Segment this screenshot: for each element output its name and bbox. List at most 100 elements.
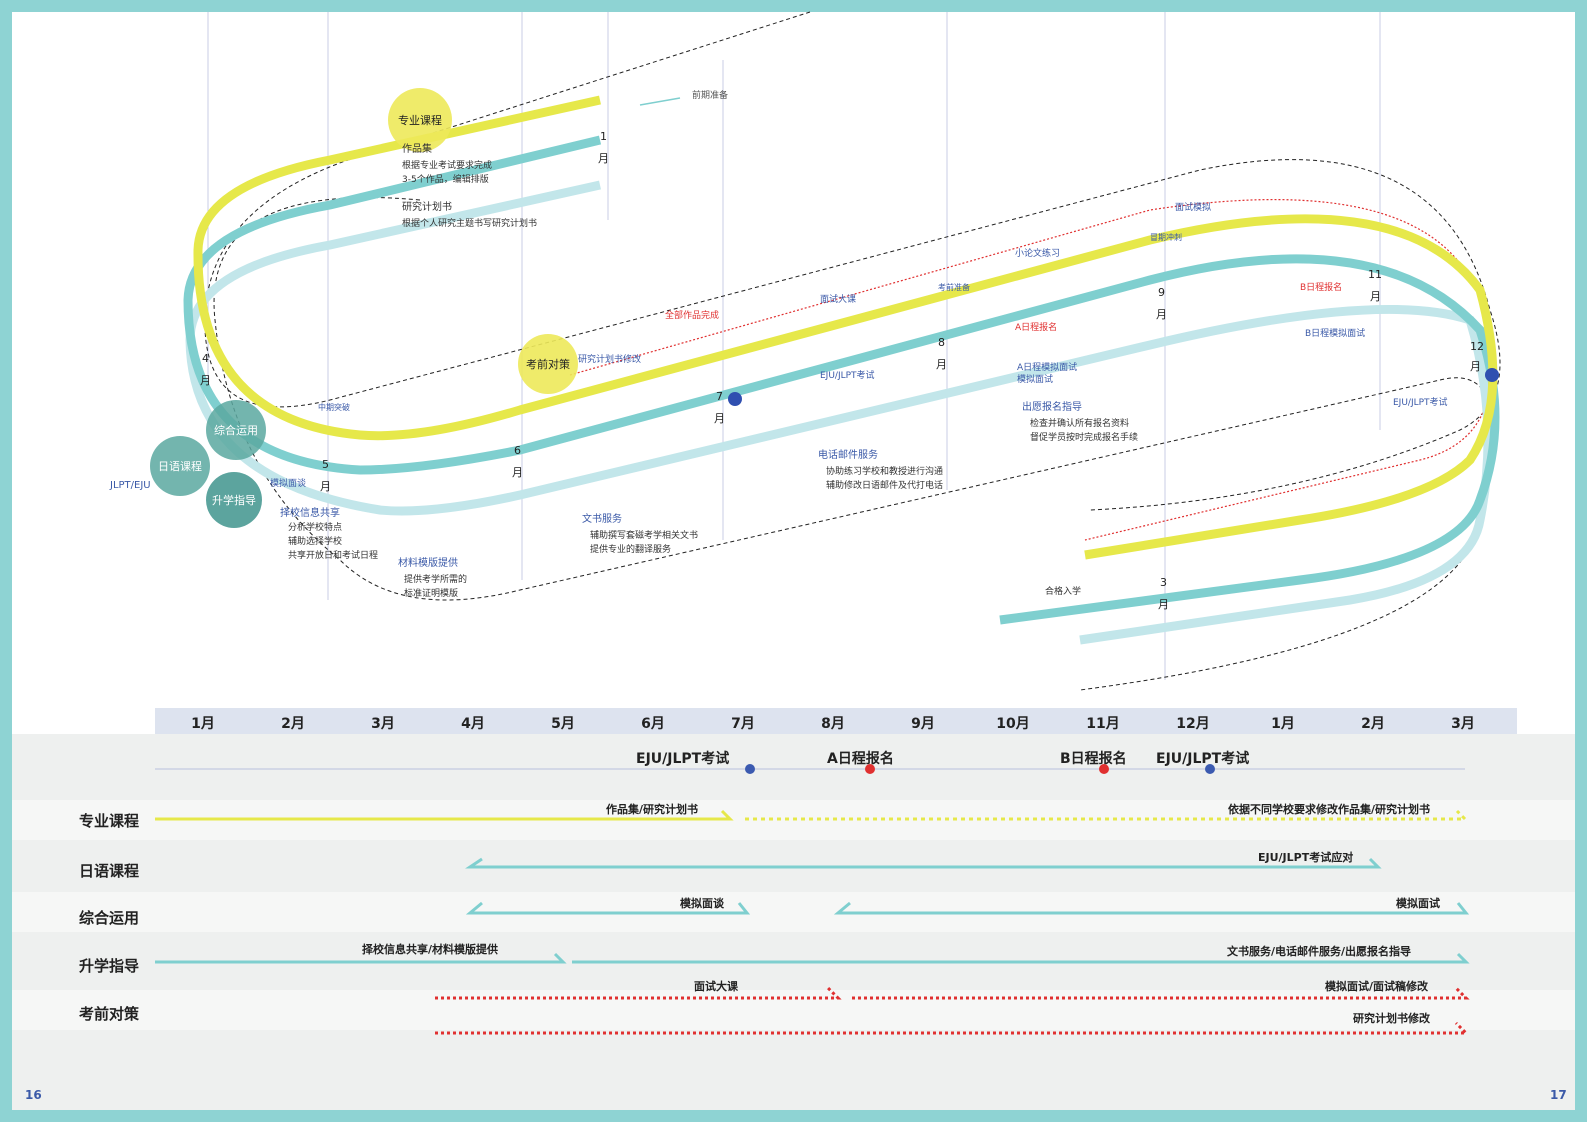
iso-eju-dot-july xyxy=(728,392,742,406)
bar-research-revise xyxy=(435,1021,1470,1035)
a-apply-label: A日程报名 xyxy=(1015,321,1057,333)
svg-text:月: 月 xyxy=(200,374,211,387)
school-note-2: 辅助选择学校 xyxy=(288,535,342,547)
circle-japanese: 日语课程 xyxy=(150,436,210,496)
row-label-comprehensive: 综合运用 xyxy=(79,909,140,927)
doc-note-2: 提供专业的翻译服务 xyxy=(590,543,671,555)
month-label: 7月 xyxy=(731,716,755,732)
portfolio-label: 作品集 xyxy=(402,142,432,155)
admit-label: 合格入学 xyxy=(1045,585,1081,597)
bar-portfolio-revise xyxy=(745,809,1469,821)
bar-label-interview-class: 面试大课 xyxy=(694,980,738,993)
eju-jlpt-label-2: EJU/JLPT考试 xyxy=(1393,396,1448,408)
month-label: 2月 xyxy=(281,716,305,732)
bar-school-info xyxy=(155,952,567,964)
b-mock-label: B日程模拟面试 xyxy=(1305,327,1365,339)
svg-text:月: 月 xyxy=(714,412,725,425)
milestone-eju-december: EJU/JLPT考试 xyxy=(1156,751,1250,767)
interview-class-label: 面试大课 xyxy=(820,293,856,305)
bar-label-services: 文书服务/电话邮件服务/出愿报名指导 xyxy=(1227,945,1412,958)
bar-label-eju-prep: EJU/JLPT考试应对 xyxy=(1258,851,1354,864)
svg-text:月: 月 xyxy=(936,358,947,371)
milestone-dot-a-apply xyxy=(865,764,875,774)
school-info-label: 择校信息共享 xyxy=(280,506,340,519)
eju-jlpt-label: EJU/JLPT考试 xyxy=(820,369,875,381)
circle-exam-prep: 考前对策 xyxy=(518,334,578,394)
b-apply-label: B日程报名 xyxy=(1300,281,1342,293)
circle-major-course: 专业课程 xyxy=(388,88,452,152)
iso-eju-dot-december xyxy=(1485,368,1499,382)
month-header-band xyxy=(155,708,1517,734)
svg-text:月: 月 xyxy=(1156,308,1167,321)
row-label-exam-prep: 考前对策 xyxy=(79,1005,140,1023)
yellow-track xyxy=(193,95,1498,560)
month-label: 4月 xyxy=(461,716,485,732)
svg-text:8: 8 xyxy=(938,336,945,349)
row-label-japanese: 日语课程 xyxy=(79,862,140,880)
svg-text:升学指导: 升学指导 xyxy=(212,493,256,507)
frame-right-border xyxy=(1575,0,1587,1122)
bar-label-mock-interview: 模拟面试 xyxy=(1396,897,1440,910)
bar-label-portfolio: 作品集/研究计划书 xyxy=(606,803,699,816)
month-label: 1月 xyxy=(1271,716,1295,732)
interview-mock-label: 面试模拟 xyxy=(1175,201,1211,213)
research-label: 研究计划书 xyxy=(402,200,452,213)
milestone-dot-b-apply xyxy=(1099,764,1109,774)
month-guides xyxy=(207,12,1381,680)
month-label: 5月 xyxy=(551,716,575,732)
final-sprint-label: 冒期冲刺 xyxy=(1150,232,1182,242)
apply-guide-label: 出愿报名指导 xyxy=(1022,400,1082,413)
inner-dashed-path xyxy=(213,197,1494,691)
isometric-roadmap: 专业课程 考前对策 综合运用 日语课程 升学指导 前期准备 作品集 根据专业考试… xyxy=(109,11,1501,691)
portfolio-note-1: 根据专业考试要求完成 xyxy=(402,159,492,171)
row-label-major: 专业课程 xyxy=(79,812,140,830)
research-note: 根据个人研究主题书写研究计划书 xyxy=(402,217,537,229)
bar-label-research-revise: 研究计划书修改 xyxy=(1353,1012,1430,1025)
bar-services xyxy=(572,952,1470,964)
material-note-2: 标准证明模版 xyxy=(404,587,458,599)
svg-text:6: 6 xyxy=(514,444,521,457)
svg-text:专业课程: 专业课程 xyxy=(398,113,442,127)
circle-comprehensive: 综合运用 xyxy=(206,400,266,460)
milestone-eju-july: EJU/JLPT考试 xyxy=(636,751,730,767)
frame-left-border xyxy=(0,0,12,1122)
svg-text:月: 月 xyxy=(512,466,523,479)
teal-track xyxy=(183,135,1500,625)
bar-label-school-info: 择校信息共享/材料模版提供 xyxy=(362,943,499,956)
frame-bottom-border xyxy=(0,1110,1587,1122)
milestone-dot-eju-december xyxy=(1205,764,1215,774)
svg-text:9: 9 xyxy=(1158,286,1165,299)
svg-text:月: 月 xyxy=(1470,360,1481,373)
svg-text:7: 7 xyxy=(716,390,723,403)
apply-note-2: 督促学员按时完成报名手续 xyxy=(1030,431,1138,443)
outer-dashed-path xyxy=(204,11,1501,511)
a-mock-label: A日程模拟面试 xyxy=(1017,361,1077,373)
month-label: 6月 xyxy=(641,716,665,732)
doc-service-label: 文书服务 xyxy=(582,512,622,525)
phone-note-2: 辅助修改日语邮件及代打电话 xyxy=(826,479,943,491)
svg-text:1: 1 xyxy=(600,130,607,143)
iso-month-markers: 1月 4月 5月 6月 7月 8月 9月 11月 12月 3月 xyxy=(200,130,1484,611)
bar-mock-interview xyxy=(833,901,1470,915)
milestone-b-apply: B日程报名 xyxy=(1060,751,1127,767)
bar-label-mock-talk: 模拟面谈 xyxy=(680,897,724,910)
bar-mock-revise xyxy=(852,986,1470,1000)
svg-text:日语课程: 日语课程 xyxy=(158,460,202,473)
bar-interview-class xyxy=(435,986,842,1000)
svg-text:考前对策: 考前对策 xyxy=(526,357,570,371)
school-note-3: 共享开放日和考试日程 xyxy=(288,549,378,561)
bar-mock-talk xyxy=(465,901,751,915)
prep-label: 前期准备 xyxy=(692,89,728,101)
month-label: 9月 xyxy=(911,716,935,732)
portfolio-note-2: 3-5个作品，编辑排版 xyxy=(402,173,489,185)
phone-note-1: 协助练习学校和教授进行沟通 xyxy=(826,465,943,477)
svg-text:月: 月 xyxy=(1158,598,1169,611)
svg-text:4: 4 xyxy=(202,352,209,365)
mock-interview-label: 模拟面试 xyxy=(1017,373,1053,385)
light-blue-track xyxy=(185,180,1493,645)
month-label: 1月 xyxy=(191,716,215,732)
svg-text:11: 11 xyxy=(1368,268,1382,281)
school-note-1: 分析学校特点 xyxy=(288,521,342,533)
month-label: 11月 xyxy=(1086,716,1120,732)
svg-text:月: 月 xyxy=(598,152,609,165)
